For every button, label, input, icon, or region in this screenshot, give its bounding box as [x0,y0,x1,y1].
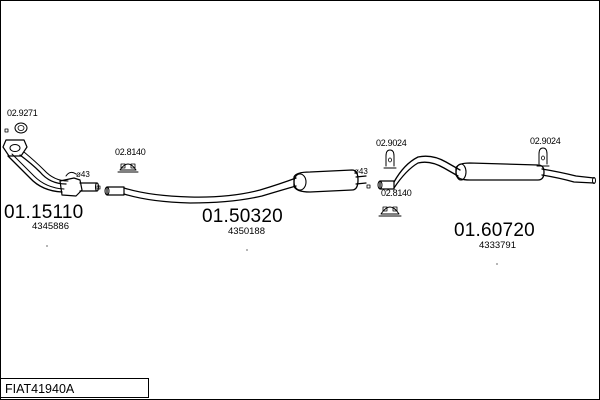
accessory-code-label: 02.8140 [115,147,146,157]
hanger-strap[interactable] [383,149,397,169]
diameter-label: ø43 [354,167,368,176]
junction-marker [96,185,101,190]
accessory-code-label: 02.9024 [530,136,561,146]
rubber-hanger[interactable] [117,163,139,173]
part-number-label: 01.50320 [202,206,283,227]
diameter-label: ø43 [76,170,90,179]
front-pipe[interactable] [2,139,99,197]
hanger-strap[interactable] [536,147,550,167]
middle-silencer-pipe[interactable] [104,169,367,204]
oem-number-label: 4333791 [479,240,516,251]
rear-silencer[interactable] [377,155,596,190]
accessory-code-label: 02.9271 [7,108,38,118]
oem-number-label: 4350188 [228,226,265,237]
gasket-ring[interactable] [4,122,28,134]
drawing-title: FIAT41940A [5,382,75,396]
oem-number-label: 4345886 [32,221,69,232]
part-number-label: 01.15110 [4,202,84,223]
part-number-label: 01.60720 [454,220,535,241]
junction-marker [366,184,371,189]
drawing-title-box: FIAT41940A [0,378,149,398]
accessory-code-label: 02.8140 [381,188,412,198]
rubber-hanger[interactable] [378,206,402,217]
accessory-code-label: 02.9024 [376,138,407,148]
